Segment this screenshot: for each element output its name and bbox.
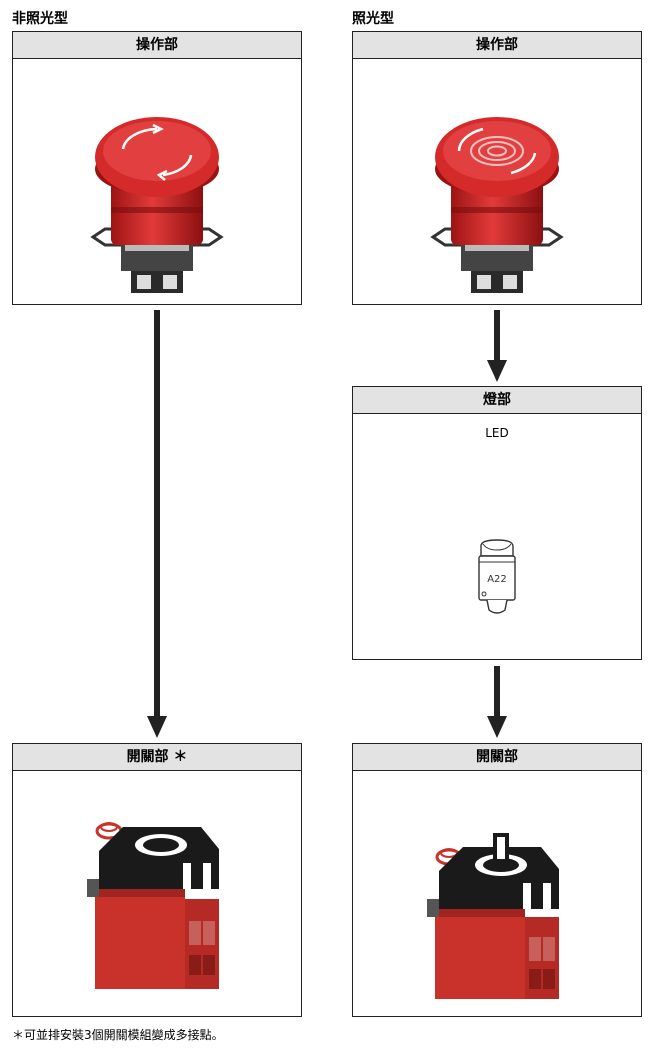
- panel-header: 操作部: [13, 32, 301, 59]
- operator-panel-right: 操作部: [352, 31, 642, 305]
- panel-header: 開關部 ＊: [13, 744, 301, 771]
- switch-panel-left: 開關部 ＊: [12, 743, 302, 1017]
- panel-header: 操作部: [353, 32, 641, 59]
- bulb-marking: A22: [487, 574, 507, 585]
- lamp-panel: 燈部 LED A22: [352, 386, 642, 660]
- column-title-illuminated: 照光型: [352, 11, 394, 27]
- panel-header: 燈部: [353, 387, 641, 414]
- switch-panel-right: 開關部: [352, 743, 642, 1017]
- emergency-stop-button-icon: [90, 117, 224, 293]
- flow-arrow-down-icon: [487, 666, 507, 738]
- illuminated-contact-block-icon: [427, 833, 559, 999]
- panel-header: 開關部: [353, 744, 641, 771]
- led-bulb-icon: A22: [478, 539, 516, 614]
- footnote: ＊可並排安裝3個開關模組變成多接點。: [12, 1028, 224, 1042]
- flow-arrow-down-icon: [147, 310, 167, 738]
- flow-arrow-down-icon: [487, 310, 507, 382]
- column-title-non-illuminated: 非照光型: [12, 11, 68, 27]
- contact-block-icon: [87, 822, 219, 989]
- led-label: LED: [485, 426, 509, 440]
- operator-panel-left: 操作部: [12, 31, 302, 305]
- illuminated-emergency-stop-button-icon: [430, 117, 564, 293]
